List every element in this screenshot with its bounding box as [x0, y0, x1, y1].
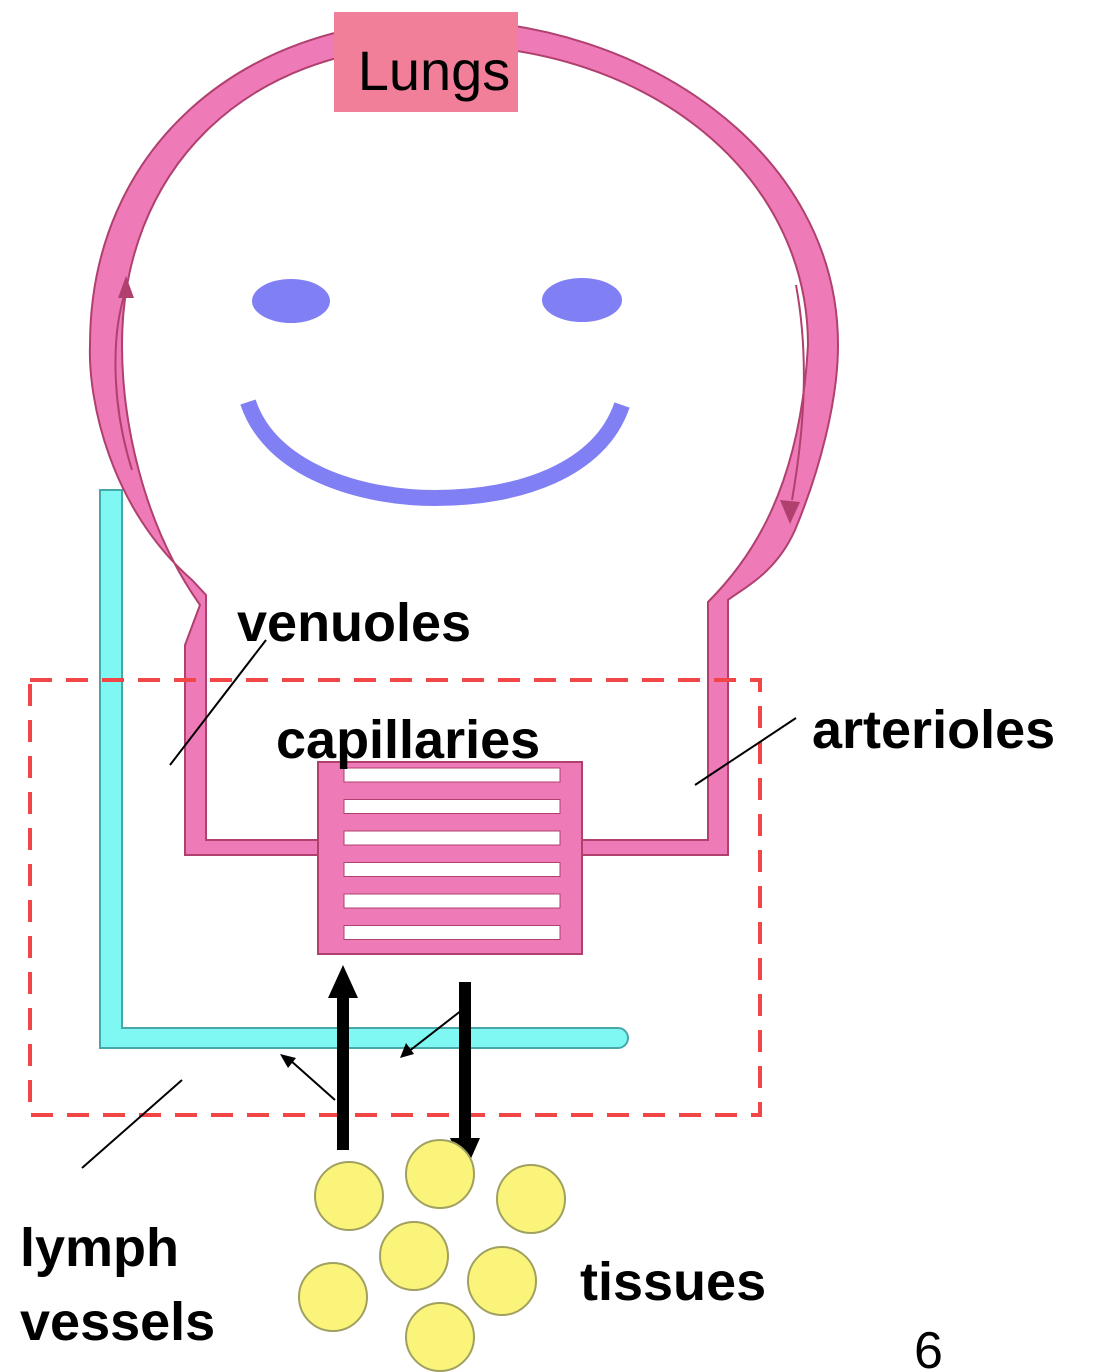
- lymph-label-line1: lymph: [20, 1218, 179, 1278]
- tissue-cell: [468, 1247, 536, 1315]
- capillary-channel: [344, 894, 560, 908]
- tissues-label: tissues: [580, 1252, 766, 1312]
- lungs-label: Lungs: [358, 39, 511, 102]
- page-number: 6: [914, 1322, 943, 1372]
- capillaries-label: capillaries: [276, 710, 540, 770]
- capillary-channel: [344, 768, 560, 782]
- tissue-cells: [299, 1140, 565, 1371]
- absorption-arrowhead: [328, 965, 358, 998]
- capillary-channel: [344, 863, 560, 877]
- capillary-channel: [344, 800, 560, 814]
- right-eye: [542, 278, 622, 322]
- capillary-channel: [344, 831, 560, 845]
- tissue-cell: [315, 1162, 383, 1230]
- tissue-cell: [497, 1165, 565, 1233]
- tissue-cell: [380, 1222, 448, 1290]
- tissue-cell: [299, 1263, 367, 1331]
- left-eye: [252, 279, 330, 323]
- arterioles-label: arterioles: [812, 700, 1055, 760]
- tissue-cell: [406, 1303, 474, 1371]
- smile: [248, 402, 622, 498]
- lymph-leader: [82, 1080, 182, 1168]
- lymph-label-line2: vessels: [20, 1292, 215, 1352]
- tissue-cell: [406, 1140, 474, 1208]
- lymph-arrowhead-left: [280, 1054, 296, 1068]
- lymph-arrow-left: [290, 1060, 335, 1100]
- capillary-channel: [344, 926, 560, 940]
- venuoles-label: venuoles: [237, 593, 471, 653]
